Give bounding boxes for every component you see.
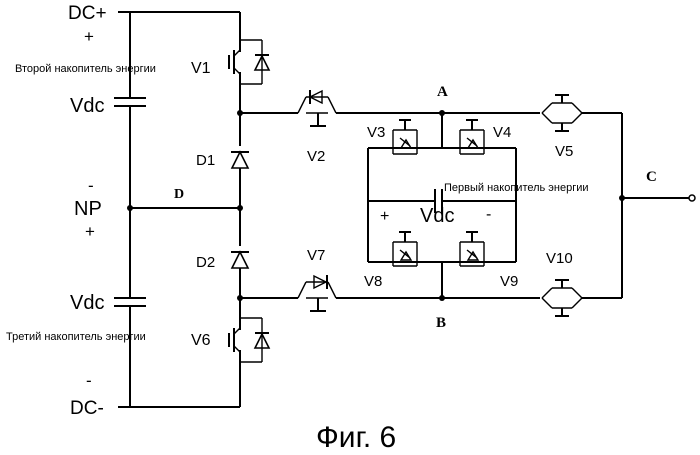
figure-caption: Фиг. 6 — [316, 421, 396, 454]
label-plus-top: + — [84, 27, 94, 46]
label-dc-plus: DC+ — [68, 3, 107, 24]
label-third-storage: Третий накопитель энергии — [6, 331, 146, 343]
label-v3: V3 — [367, 124, 385, 141]
label-np: NP — [74, 198, 102, 220]
label-cap-plus: + — [380, 208, 389, 225]
label-cap-minus: - — [486, 206, 491, 223]
label-node-b: B — [436, 315, 446, 331]
label-first-storage: Первый накопитель энергии — [444, 182, 589, 194]
label-v9: V9 — [500, 273, 518, 290]
label-vdc-mid: Vdc — [420, 205, 454, 227]
label-minus-bottom: - — [86, 371, 92, 390]
label-v8: V8 — [364, 273, 382, 290]
label-vdc-top: Vdc — [70, 95, 104, 117]
label-v2: V2 — [307, 148, 325, 165]
label-node-d: D — [174, 187, 184, 202]
label-dc-minus: DC- — [70, 398, 104, 419]
label-v6: V6 — [191, 332, 211, 349]
label-node-a: A — [437, 84, 448, 100]
label-v10: V10 — [546, 250, 573, 267]
label-d2: D2 — [196, 254, 215, 271]
label-vdc-bottom: Vdc — [70, 292, 104, 314]
label-minus-np-top: - — [88, 176, 94, 195]
label-v4: V4 — [493, 124, 511, 141]
label-d1: D1 — [196, 152, 215, 169]
label-node-c: C — [646, 169, 657, 185]
label-plus-np-bottom: + — [85, 222, 95, 241]
label-v5: V5 — [555, 143, 573, 160]
label-v7: V7 — [307, 247, 325, 264]
label-second-storage: Второй накопитель энергии — [15, 63, 156, 75]
label-v1: V1 — [191, 60, 211, 77]
